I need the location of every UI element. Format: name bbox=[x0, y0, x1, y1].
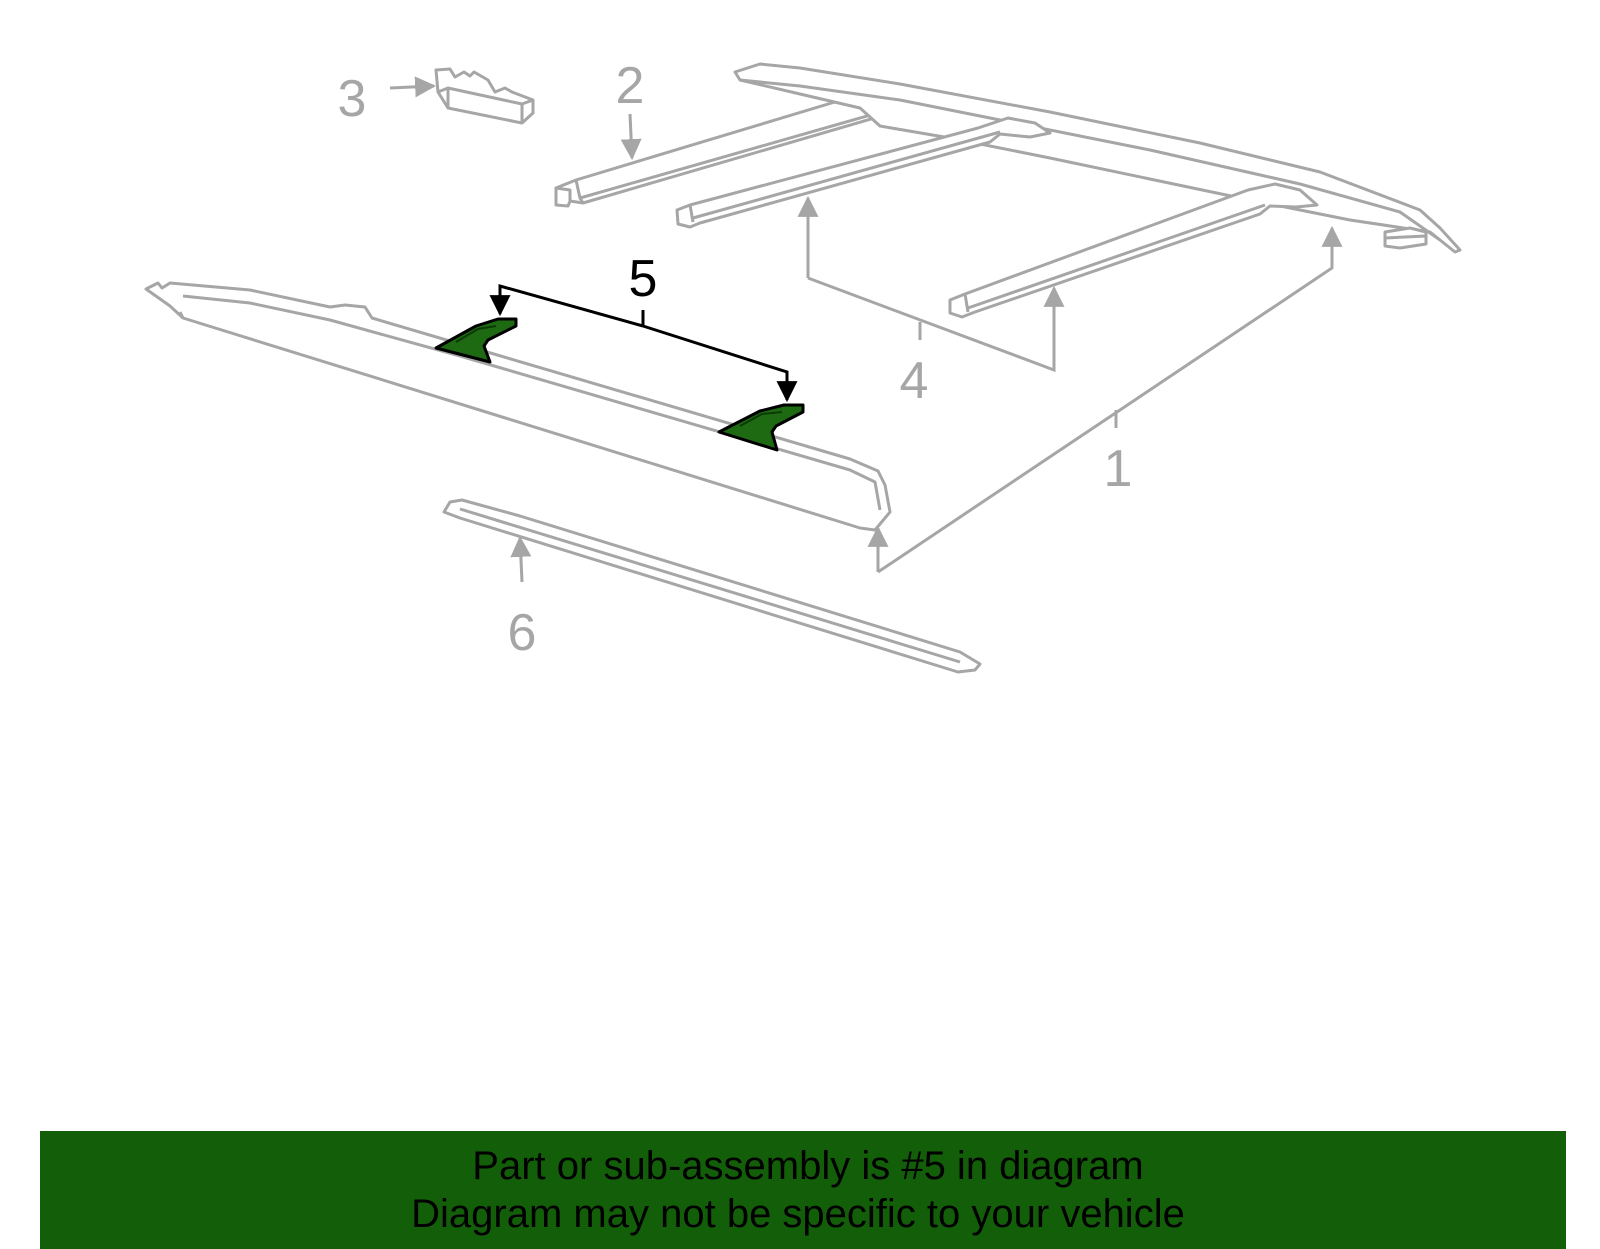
banner-disclaimer: Diagram may not be specific to your vehi… bbox=[411, 1192, 1185, 1236]
part-4-crossbar-upper bbox=[675, 116, 1052, 229]
callout-part-6: 6 bbox=[508, 604, 537, 662]
part-4-crossbar-lower bbox=[948, 182, 1319, 319]
leader-part-6 bbox=[510, 535, 532, 583]
leader-part-5 bbox=[489, 284, 798, 403]
banner-part-note: Part or sub-assembly is #5 in diagram bbox=[472, 1144, 1144, 1188]
part-3-clip bbox=[434, 67, 535, 125]
part-1-side-rail bbox=[144, 281, 892, 532]
callout-part-1: 1 bbox=[1104, 440, 1133, 498]
part-6-molding bbox=[442, 498, 982, 674]
leader-part-2 bbox=[620, 113, 642, 161]
part-2-rail bbox=[554, 90, 899, 208]
part-5-bracket-left bbox=[434, 317, 518, 364]
leader-part-4 bbox=[797, 195, 1065, 373]
part-5-bracket-right bbox=[717, 403, 805, 452]
back-rail-frame bbox=[733, 62, 1462, 254]
callout-part-4: 4 bbox=[900, 352, 929, 410]
callout-part-3: 3 bbox=[338, 70, 367, 128]
leader-part-1 bbox=[867, 225, 1343, 574]
leader-part-3 bbox=[389, 76, 437, 98]
info-banner: Part or sub-assembly is #5 in diagram Di… bbox=[40, 1131, 1566, 1249]
callout-part-2: 2 bbox=[616, 57, 645, 115]
callout-part-5: 5 bbox=[629, 250, 658, 308]
